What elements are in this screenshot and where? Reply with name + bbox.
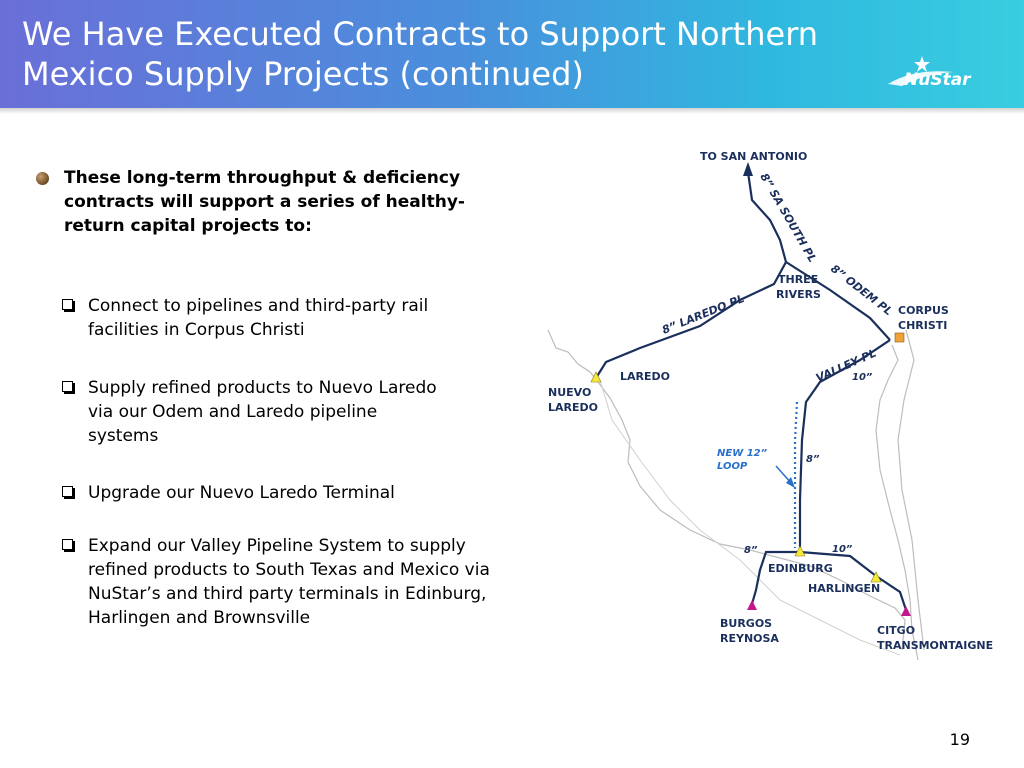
harlingen-terminal-icon <box>870 571 882 583</box>
round-bullet-icon <box>36 172 49 185</box>
logo-wordmark: NuStar <box>904 70 972 90</box>
checkbox-bullet-icon <box>62 381 73 392</box>
sub-bullet-4: Expand our Valley Pipeline System to sup… <box>62 534 502 630</box>
title-banner: We Have Executed Contracts to Support No… <box>0 0 1024 108</box>
citgo-terminal-icon <box>901 606 911 616</box>
label-valley-10-inch: 10” <box>852 372 873 383</box>
sa-south-pipeline <box>746 171 788 263</box>
pipeline-map: TO SAN ANTONIO 8” SA SOUTH PL THREE RIVE… <box>547 150 993 660</box>
sub-bullet-2: Supply refined products to Nuevo Laredo … <box>62 376 502 448</box>
callout-arrow-icon <box>786 477 795 488</box>
checkbox-bullet-icon <box>62 486 73 497</box>
mexico-outline <box>599 379 901 656</box>
label-10-inch-east: 10” <box>832 544 853 555</box>
label-rivers: RIVERS <box>776 288 821 301</box>
sub-bullet-text: Expand our Valley Pipeline System to sup… <box>88 536 490 628</box>
label-8-inch-west: 8” <box>744 545 758 556</box>
checkbox-bullet-icon <box>62 299 73 310</box>
border-outline <box>547 329 906 651</box>
label-three: THREE <box>778 273 818 286</box>
slide-title: We Have Executed Contracts to Support No… <box>22 14 882 94</box>
label-laredo: LAREDO <box>620 370 670 383</box>
title-line-1: We Have Executed Contracts to Support No… <box>22 15 819 53</box>
label-transmontaigne: TRANSMONTAIGNE <box>877 639 993 652</box>
arrow-up-icon <box>743 162 753 176</box>
label-harlingen: HARLINGEN <box>808 582 880 595</box>
sub-bullet-3: Upgrade our Nuevo Laredo Terminal <box>62 481 502 505</box>
label-burgos: BURGOS <box>720 617 772 630</box>
laredo-terminal-icon <box>590 371 602 383</box>
nustar-logo: NuStar <box>888 56 972 90</box>
sub-bullet-1: Connect to pipelines and third-party rai… <box>62 294 502 342</box>
label-nuevo-laredo: LAREDO <box>548 401 598 414</box>
coastal-island-outline <box>897 329 925 651</box>
edinburg-west-pipeline <box>750 550 800 605</box>
label-new-12-inch: NEW 12” <box>717 448 768 459</box>
main-bullet-text: These long-term throughput & deficiency … <box>64 168 465 236</box>
edinburg-east-pipeline <box>799 550 908 611</box>
label-loop: LOOP <box>717 461 748 472</box>
title-banner-shadow <box>0 108 1024 114</box>
label-citgo: CITGO <box>877 624 915 637</box>
sub-bullet-text: Connect to pipelines and third-party rai… <box>88 296 429 340</box>
edinburg-terminal-icon <box>794 545 806 557</box>
label-nuevo: NUEVO <box>548 386 591 399</box>
label-8-inch-mid: 8” <box>806 454 820 465</box>
gulf-coast-outline <box>875 344 919 660</box>
valley-pipeline <box>798 339 891 548</box>
odem-pipeline <box>785 261 891 341</box>
page-number: 19 <box>949 730 970 749</box>
label-corpus: CORPUS <box>898 304 949 317</box>
checkbox-bullet-icon <box>62 539 73 550</box>
new-12-inch-loop <box>793 401 799 548</box>
label-reynosa: REYNOSA <box>720 632 779 645</box>
label-laredo-pl: 8” LAREDO PL <box>660 292 746 337</box>
label-christi: CHRISTI <box>898 319 947 332</box>
corpus-christi-terminal-icon <box>894 332 905 343</box>
burgos-terminal-icon <box>747 600 757 610</box>
sub-bullet-text: Supply refined products to Nuevo Laredo … <box>88 378 437 446</box>
main-bullet: These long-term throughput & deficiency … <box>36 166 466 238</box>
label-edinburg: EDINBURG <box>768 562 833 575</box>
title-line-2: Mexico Supply Projects (continued) <box>22 55 584 93</box>
label-to-san-antonio: TO SAN ANTONIO <box>700 150 807 163</box>
sub-bullet-text: Upgrade our Nuevo Laredo Terminal <box>88 483 395 503</box>
laredo-pipeline <box>595 261 787 379</box>
label-odem-pl: 8” ODEM PL <box>828 262 895 318</box>
